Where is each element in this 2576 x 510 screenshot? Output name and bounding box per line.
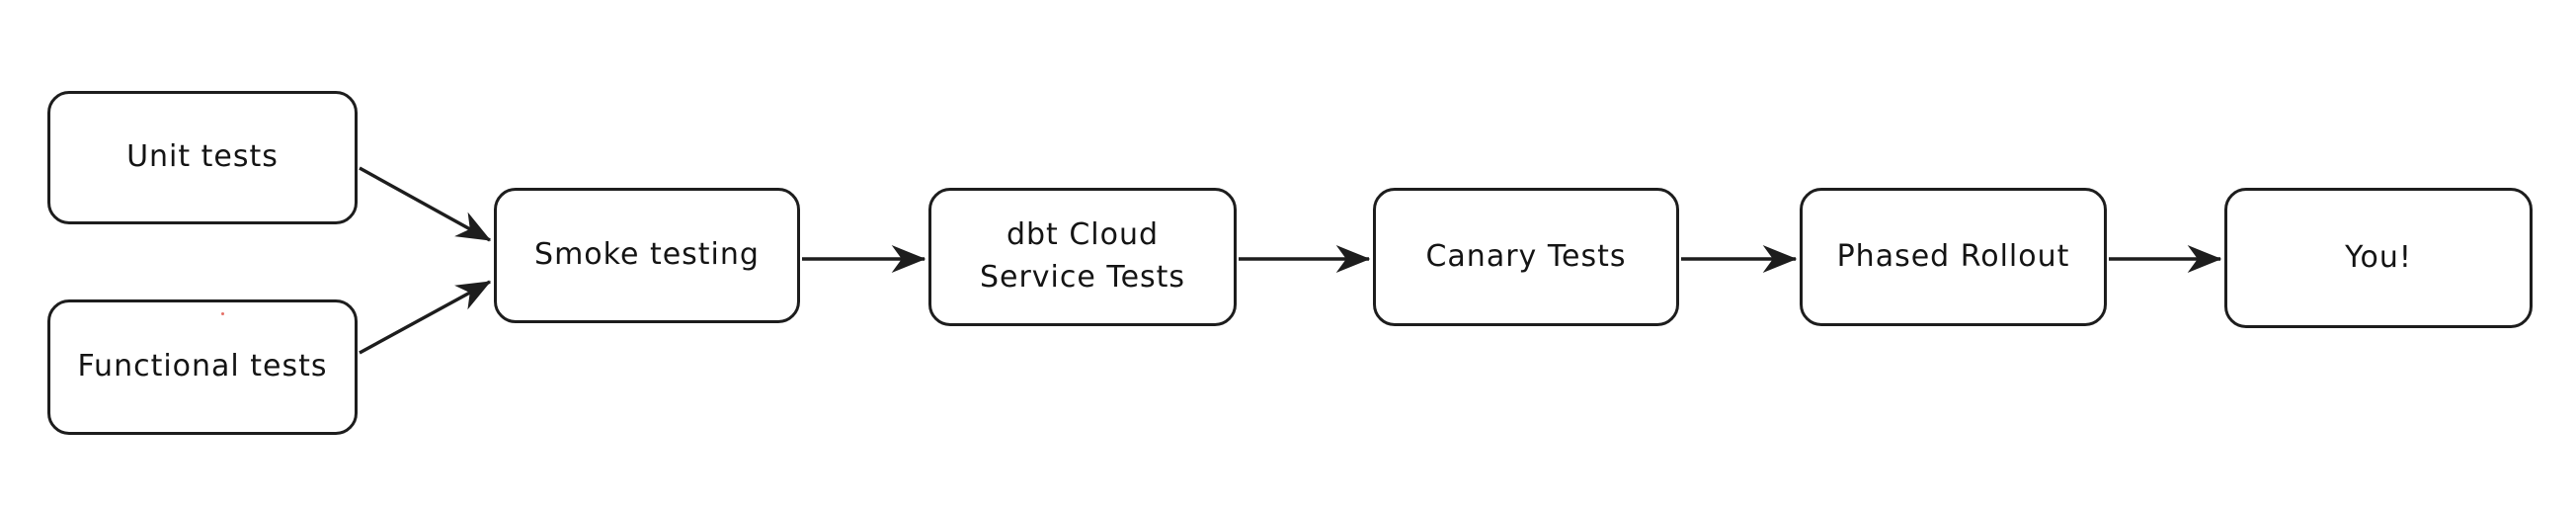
node-label-you: You! [2345, 239, 2412, 275]
node-functional-tests[interactable]: Functional tests [47, 299, 358, 435]
node-label-functional-tests: Functional tests [77, 349, 328, 384]
node-label-canary-tests: Canary Tests [1425, 238, 1627, 274]
node-label-dbt-cloud-service-tests: dbt Cloud Service Tests [979, 217, 1186, 295]
node-you[interactable]: You! [2224, 188, 2533, 328]
edge-unit-to-smoke [359, 166, 492, 242]
node-label-phased-rollout: Phased Rollout [1836, 238, 2070, 274]
node-smoke-testing[interactable]: Smoke testing [494, 188, 800, 323]
node-dbt-cloud-service-tests[interactable]: dbt Cloud Service Tests [928, 188, 1237, 326]
node-unit-tests[interactable]: Unit tests [47, 91, 358, 224]
node-label-smoke-testing: Smoke testing [534, 237, 760, 273]
edge-functional-to-smoke [359, 280, 492, 355]
render-speck-artifact [221, 312, 224, 315]
node-phased-rollout[interactable]: Phased Rollout [1800, 188, 2107, 326]
node-label-unit-tests: Unit tests [126, 139, 279, 175]
node-canary-tests[interactable]: Canary Tests [1373, 188, 1679, 326]
